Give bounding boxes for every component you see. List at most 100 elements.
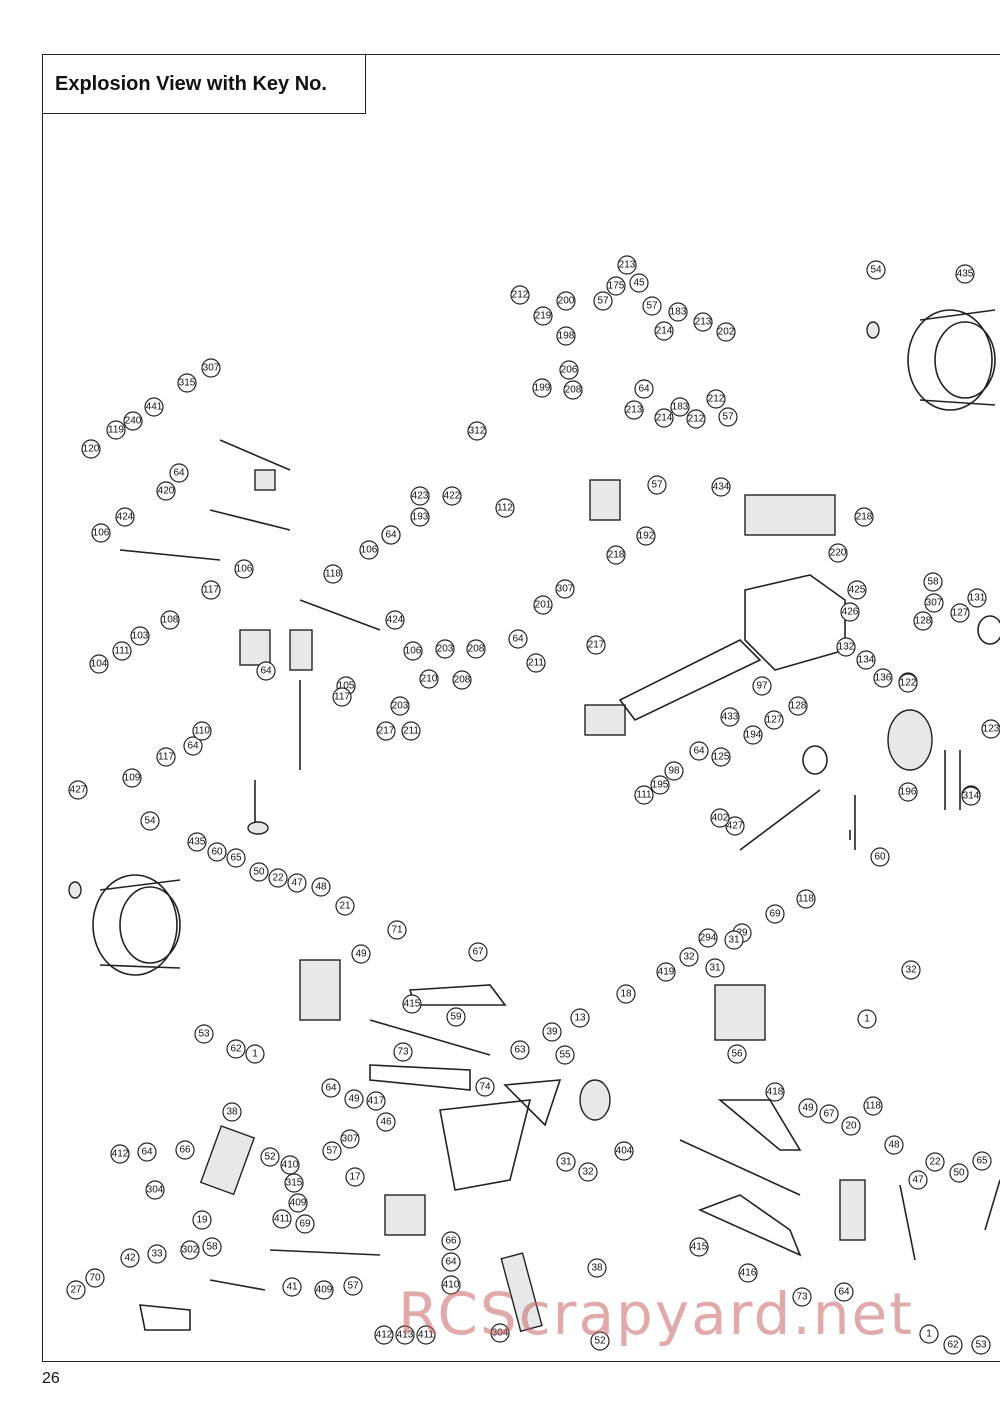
key-number-label: 32 — [679, 947, 699, 967]
key-number-text: 424 — [117, 512, 134, 523]
key-number-text: 206 — [561, 365, 578, 376]
key-number-text: 52 — [264, 1152, 276, 1163]
key-number-text: 54 — [870, 265, 882, 276]
key-number-label: 131 — [967, 588, 987, 608]
key-number-label: 132 — [836, 637, 856, 657]
key-number-text: 46 — [380, 1117, 392, 1128]
key-number-label: 218 — [606, 545, 626, 565]
key-number-text: 48 — [888, 1140, 900, 1151]
key-number-label: 70 — [85, 1268, 105, 1288]
key-number-label: 402 — [710, 808, 730, 828]
key-number-text: 22 — [929, 1157, 941, 1168]
key-number-text: 423 — [412, 491, 429, 502]
key-number-text: 21 — [339, 901, 351, 912]
key-number-text: 41 — [286, 1282, 298, 1293]
key-number-text: 412 — [112, 1149, 129, 1160]
key-number-label: 441 — [144, 397, 164, 417]
key-number-text: 195 — [652, 780, 669, 791]
key-number-text: 134 — [858, 655, 875, 666]
key-number-label: 208 — [563, 380, 583, 400]
key-number-text: 106 — [361, 545, 378, 556]
title-box: Explosion View with Key No. — [42, 54, 366, 114]
key-number-text: 435 — [189, 837, 206, 848]
key-number-text: 312 — [469, 426, 486, 437]
key-number-label: 304 — [145, 1180, 165, 1200]
key-number-text: 404 — [616, 1146, 633, 1157]
key-number-label: 48 — [311, 877, 331, 897]
key-number-text: 55 — [559, 1050, 571, 1061]
key-number-label: 66 — [175, 1140, 195, 1160]
key-number-label: 425 — [847, 580, 867, 600]
key-number-text: 412 — [376, 1330, 393, 1341]
key-number-text: 111 — [114, 646, 130, 657]
key-number-text: 47 — [912, 1175, 924, 1186]
key-number-text: 57 — [646, 301, 658, 312]
key-number-text: 1 — [252, 1049, 258, 1060]
key-number-text: 208 — [454, 675, 471, 686]
key-number-text: 420 — [158, 486, 175, 497]
key-number-label: 1 — [919, 1324, 939, 1344]
key-number-text: 49 — [348, 1094, 360, 1105]
key-number-text: 213 — [619, 260, 636, 271]
key-number-text: 218 — [856, 512, 873, 523]
key-number-label: 69 — [765, 904, 785, 924]
key-number-label: 213 — [693, 312, 713, 332]
key-number-text: 419 — [658, 967, 675, 978]
key-number-text: 425 — [849, 585, 866, 596]
key-number-label: 38 — [587, 1258, 607, 1278]
key-number-text: 64 — [512, 634, 524, 645]
key-number-label: 52 — [260, 1147, 280, 1167]
key-number-text: 123 — [983, 724, 1000, 735]
key-number-text: 98 — [668, 766, 680, 777]
key-number-text: 415 — [691, 1242, 708, 1253]
key-number-text: 31 — [560, 1157, 572, 1168]
key-number-label: 33 — [147, 1244, 167, 1264]
key-number-label: 60 — [870, 847, 890, 867]
key-number-label: 64 — [441, 1252, 461, 1272]
key-number-label: 31 — [556, 1152, 576, 1172]
key-number-text: 57 — [326, 1146, 338, 1157]
key-number-text: 54 — [144, 816, 156, 827]
key-number-text: 64 — [385, 530, 397, 541]
key-number-label: 54 — [140, 811, 160, 831]
key-number-label: 21 — [335, 896, 355, 916]
key-number-text: 175 — [608, 281, 625, 292]
key-number-text: 31 — [709, 963, 721, 974]
key-number-label: 413 — [395, 1325, 415, 1345]
key-number-text: 212 — [708, 394, 725, 405]
key-number-text: 59 — [450, 1012, 462, 1023]
key-number-label: 111 — [634, 785, 654, 805]
key-number-text: 64 — [325, 1083, 337, 1094]
key-number-text: 97 — [756, 681, 768, 692]
key-number-text: 1 — [864, 1014, 870, 1025]
key-number-label: 312 — [467, 421, 487, 441]
key-number-label: 409 — [288, 1193, 308, 1213]
key-number-label: 1 — [857, 1009, 877, 1029]
key-number-text: 415 — [404, 999, 421, 1010]
key-number-text: 183 — [670, 307, 687, 318]
key-number-text: 410 — [282, 1160, 299, 1171]
key-number-label: 424 — [385, 610, 405, 630]
key-number-text: 73 — [397, 1047, 409, 1058]
key-number-text: 213 — [695, 317, 712, 328]
key-number-label: 194 — [743, 725, 763, 745]
key-number-text: 427 — [70, 785, 87, 796]
key-number-label: 18 — [616, 984, 636, 1004]
key-number-text: 64 — [445, 1257, 457, 1268]
key-number-text: 66 — [179, 1145, 191, 1156]
key-number-text: 213 — [626, 405, 643, 416]
key-number-label: 117 — [156, 747, 176, 767]
key-number-label: 302 — [180, 1240, 200, 1260]
key-number-text: 218 — [608, 550, 625, 561]
key-number-label: 38 — [222, 1102, 242, 1122]
key-number-label: 411 — [416, 1325, 436, 1345]
key-number-text: 220 — [830, 548, 847, 559]
key-number-label: 62 — [943, 1335, 963, 1355]
key-number-label: 422 — [442, 486, 462, 506]
key-number-label: 410 — [280, 1155, 300, 1175]
key-number-label: 410 — [441, 1275, 461, 1295]
key-number-label: 427 — [68, 780, 88, 800]
key-number-label: 433 — [720, 707, 740, 727]
key-number-text: 119 — [108, 425, 124, 436]
